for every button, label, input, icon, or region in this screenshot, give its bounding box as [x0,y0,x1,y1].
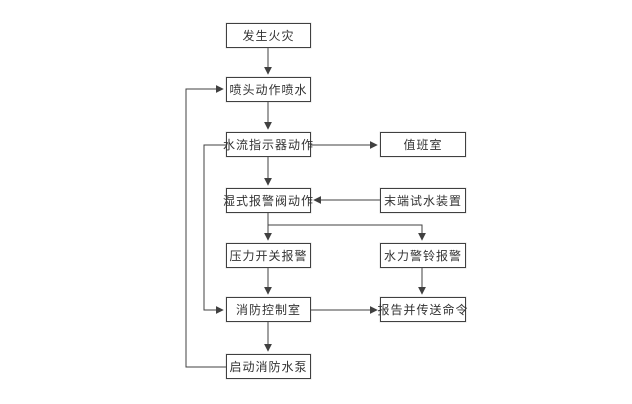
node-duty-room: 值班室 [380,132,466,157]
node-fire-control-room: 消防控制室 [226,297,311,322]
node-report-command: 报告并传送命令 [377,297,469,322]
edge-pump-to-sprinkler-feedback [185,85,226,368]
node-wet-alarm-valve-label: 湿式报警阀动作 [223,194,315,208]
node-report-command-label: 报告并传送命令 [377,303,469,317]
node-water-flow-indicator: 水流指示器动作 [223,132,315,157]
node-hydraulic-bell-alarm-label: 水力警铃报警 [383,249,462,263]
node-end-test-device: 末端试水装置 [380,188,466,213]
node-start-fire-pump-label: 启动消防水泵 [229,360,308,374]
node-water-flow-indicator-label: 水流指示器动作 [223,138,315,152]
node-pressure-switch-alarm: 压力开关报警 [226,243,311,268]
node-fire-occurs: 发生火灾 [226,23,311,48]
node-start-fire-pump: 启动消防水泵 [226,354,311,379]
node-end-test-device-label: 末端试水装置 [383,194,462,208]
edge-wet-valve-to-hydraulic-bell [268,224,426,241]
node-fire-control-room-label: 消防控制室 [235,303,301,317]
node-sprinkler-spray: 喷头动作喷水 [226,77,311,102]
node-fire-occurs-label: 发生火灾 [242,29,295,43]
node-duty-room-label: 值班室 [403,138,443,152]
node-wet-alarm-valve: 湿式报警阀动作 [223,188,315,213]
edge-flow-indicator-to-control-room [203,144,226,314]
node-pressure-switch-alarm-label: 压力开关报警 [229,249,308,263]
node-hydraulic-bell-alarm: 水力警铃报警 [380,243,466,268]
node-sprinkler-spray-label: 喷头动作喷水 [229,83,308,97]
